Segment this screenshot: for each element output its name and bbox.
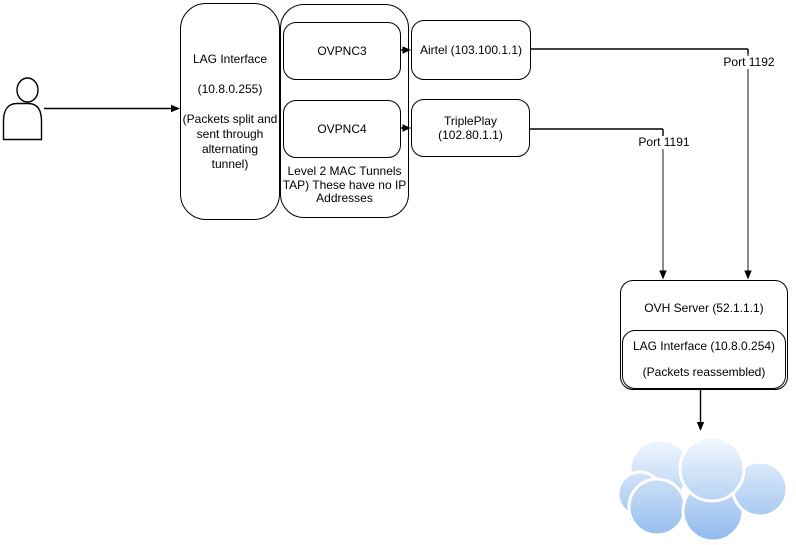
arrow-user-to-lag: [44, 104, 180, 113]
client-lag-box: [180, 3, 280, 220]
airtel-label: Airtel (103.100.1.1): [419, 43, 523, 57]
line-tripleplay-to-port1191: [530, 128, 664, 136]
tunnel-group-note: Level 2 MAC Tunnels TAP) These have no I…: [282, 164, 407, 205]
arrow-port1192-to-ovh: [744, 54, 752, 280]
ovpnc3-box: OVPNC3: [283, 22, 401, 80]
ovpnc4-label: OVPNC4: [317, 121, 367, 136]
internet-cloud-icon: [616, 435, 789, 543]
user-icon: [2, 77, 43, 141]
port-1191-label: Port 1191: [636, 135, 692, 149]
ovpnc3-label: OVPNC3: [317, 44, 367, 58]
port-1192-label: Port 1192: [721, 55, 777, 69]
arrow-ovh-to-cloud: [696, 390, 705, 431]
client-lag-text: LAG Interface (10.8.0.255) (Packets spli…: [182, 51, 278, 171]
arrow-ovpnc4-to-tripleplay: [401, 124, 411, 132]
airtel-box: Airtel (103.100.1.1): [411, 20, 531, 80]
tripleplay-box: TriplePlay (102.80.1.1): [411, 99, 530, 157]
ovpnc4-box: OVPNC4: [283, 99, 401, 158]
ovh-server-title: OVH Server (52.1.1.1): [644, 301, 764, 315]
ovh-lag-box: LAG Interface (10.8.0.254) (Packets reas…: [622, 330, 786, 389]
arrow-ovpnc3-to-airtel: [401, 46, 411, 54]
arrow-port1191-to-ovh: [659, 136, 667, 280]
line-airtel-to-port1192: [531, 48, 749, 54]
